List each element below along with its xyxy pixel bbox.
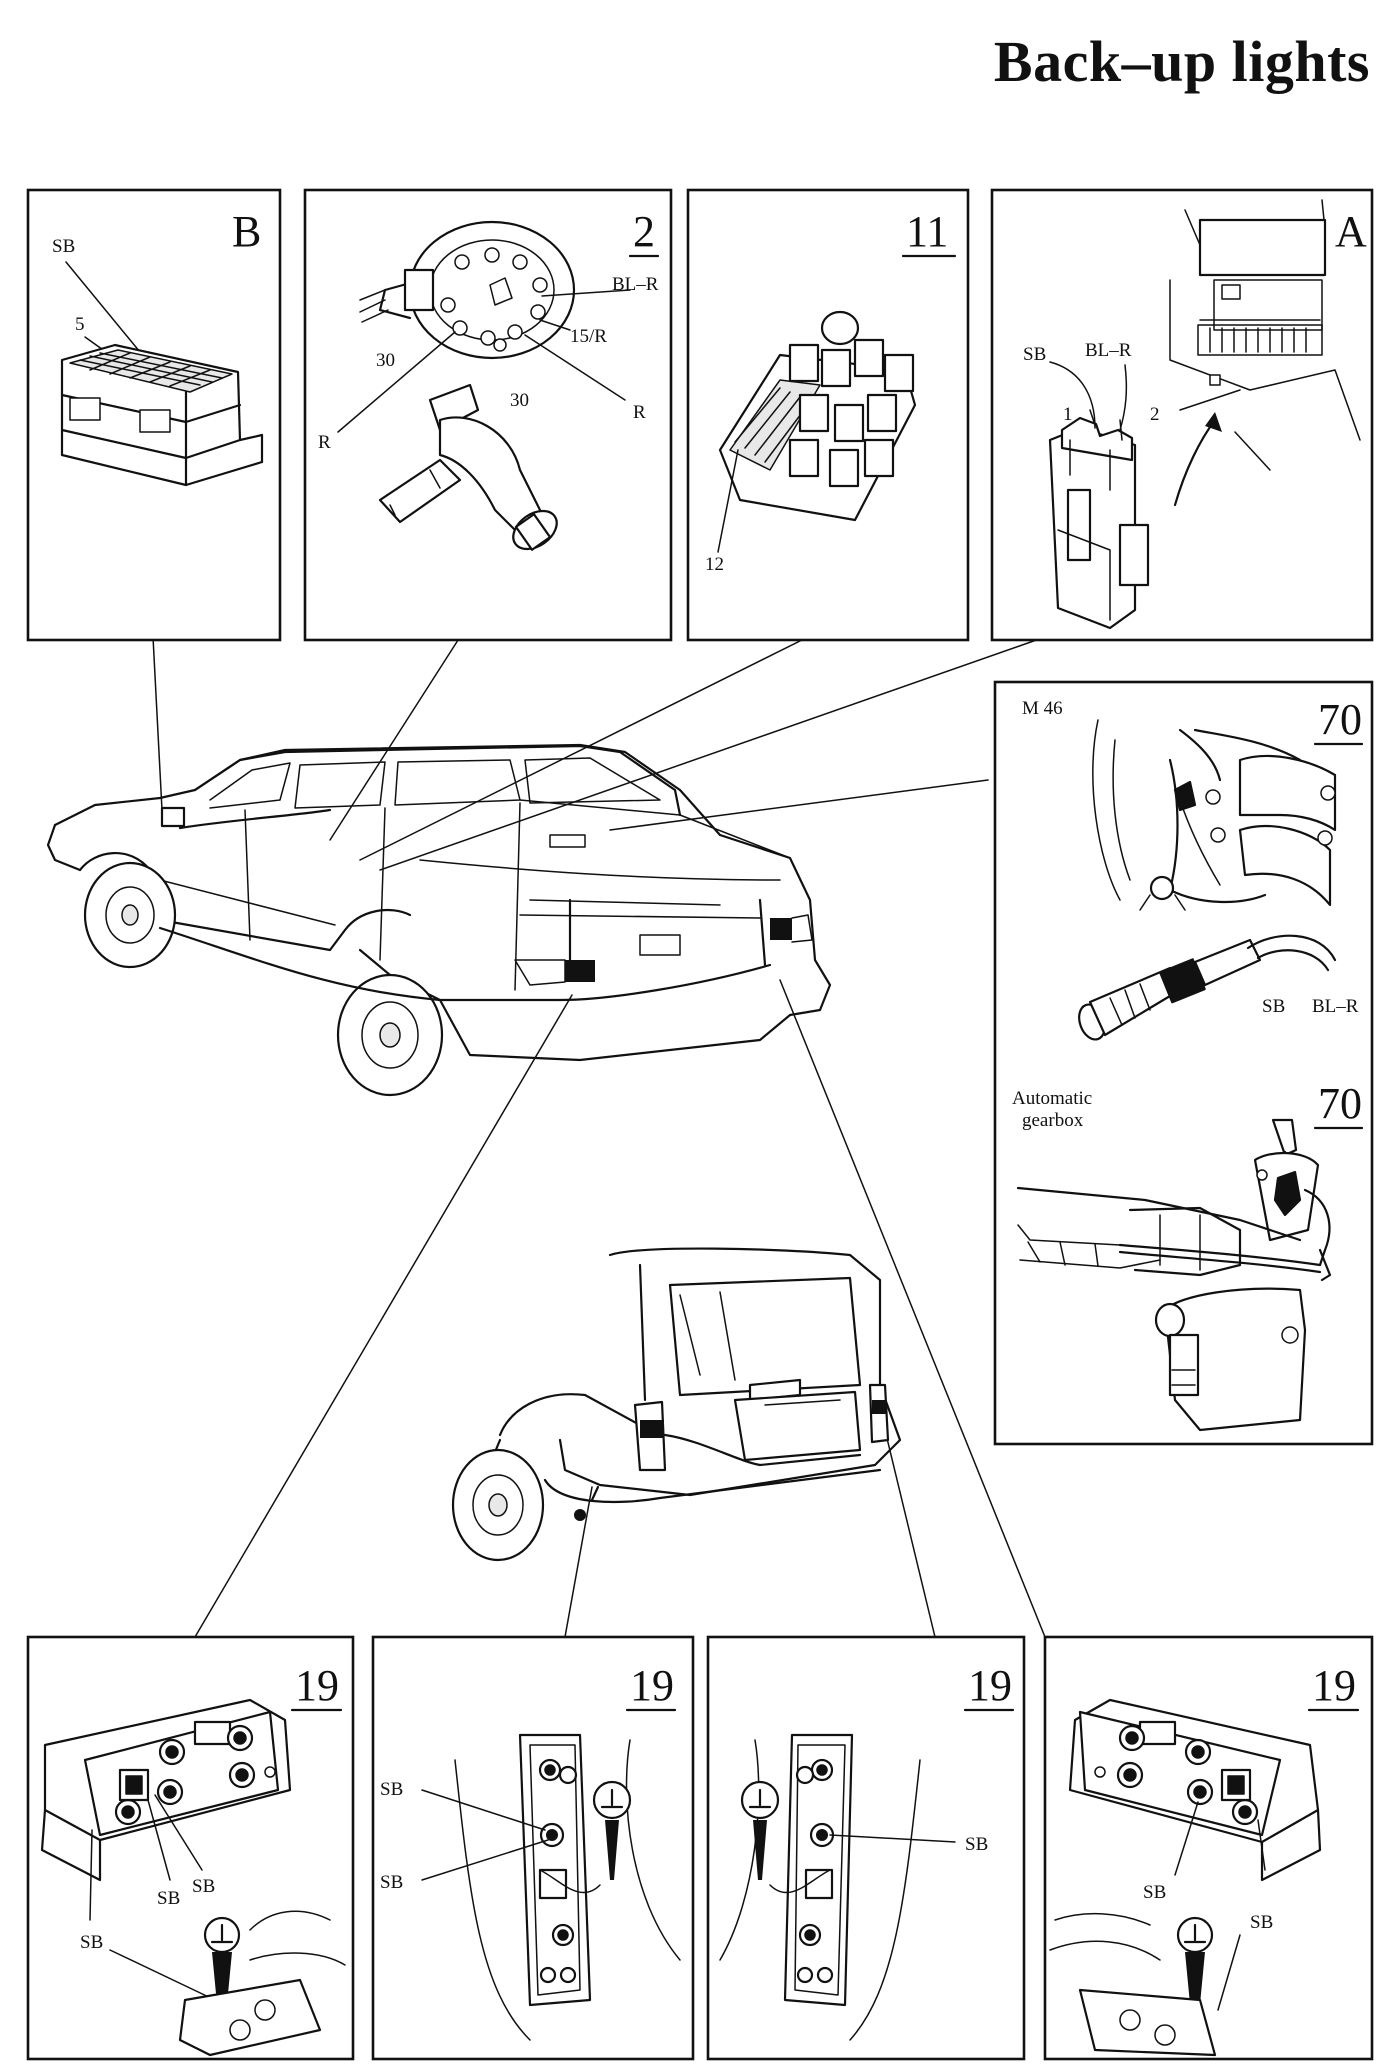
panel-11-id: 11 — [906, 207, 948, 256]
label-r: R — [633, 402, 646, 423]
panel-19-id: 19 — [295, 1661, 339, 1710]
panel-11-relay-box: 11 12 — [686, 188, 970, 642]
label-bl-r: BL–R — [1312, 996, 1359, 1017]
relay-grid — [734, 387, 811, 463]
page-title: Back–up lights — [993, 29, 1370, 94]
caption-automatic: Automatic — [1012, 1088, 1092, 1109]
panel-19-right-inner: 19 SB — [706, 1635, 1026, 2061]
panel-19-left-outer: 19 SB SB SB — [26, 1635, 355, 2061]
caption-gearbox: gearbox — [1022, 1110, 1084, 1131]
panel-2-id: 2 — [633, 207, 655, 256]
sedan-car — [46, 743, 832, 1097]
label-2: 2 — [1150, 404, 1160, 425]
fuse-row — [1197, 319, 1323, 356]
label-sb: SB — [1262, 996, 1285, 1017]
label-r2: R — [318, 432, 331, 453]
label-sb: SB — [1023, 344, 1046, 365]
panel-19-left-inner: 19 SB SB — [371, 1635, 695, 2061]
label-12: 12 — [705, 554, 724, 575]
fuse-grid — [79, 352, 223, 387]
bulb-holders — [795, 1758, 835, 1984]
panel-2-ignition-switch: 2 BL–R 15/R 30 30 R R — [303, 188, 673, 642]
panel-a-id: A — [1335, 207, 1367, 256]
label-sb: SB — [965, 1834, 988, 1855]
label-30: 30 — [376, 350, 395, 371]
label-sb: SB — [1143, 1882, 1166, 1903]
label-15r: 15/R — [570, 326, 607, 347]
panel-a-connector: A SB BL–R 1 2 — [990, 188, 1374, 642]
bulb-holders — [1116, 1724, 1259, 1826]
panel-19-right-outer: 19 SB SB — [1043, 1635, 1374, 2061]
wagon-car — [451, 1247, 902, 1562]
label-sb2: SB — [380, 1872, 403, 1893]
relays — [788, 338, 915, 488]
panel-19c-id: 19 — [968, 1661, 1012, 1710]
bulb-holders — [538, 1758, 578, 1984]
label-bl-r: BL–R — [1085, 340, 1132, 361]
panel-19b-id: 19 — [630, 1661, 674, 1710]
panel-b-fusebox: B SB 5 — [26, 188, 282, 642]
caption-m46: M 46 — [1022, 698, 1063, 719]
label-sb: SB — [380, 1779, 403, 1800]
leader-lines — [152, 636, 1046, 1638]
label-sb3: SB — [80, 1932, 103, 1953]
label-1: 1 — [1063, 404, 1073, 425]
label-bl-r: BL–R — [612, 274, 659, 295]
panel-70b-id: 70 — [1318, 1079, 1362, 1128]
label-sb: SB — [52, 236, 75, 257]
label-sb2: SB — [192, 1876, 215, 1897]
panel-70-automatic: Automatic gearbox 70 — [1012, 1079, 1364, 1432]
label-sb2: SB — [1250, 1912, 1273, 1933]
panel-b-id: B — [232, 207, 261, 256]
switch-contacts — [440, 247, 548, 352]
label-30b: 30 — [510, 390, 529, 411]
label-sb: SB — [157, 1888, 180, 1909]
bulb-holders — [114, 1724, 256, 1826]
label-5: 5 — [75, 314, 85, 335]
panel-70-id: 70 — [1318, 695, 1362, 744]
panel-19d-id: 19 — [1312, 1661, 1356, 1710]
